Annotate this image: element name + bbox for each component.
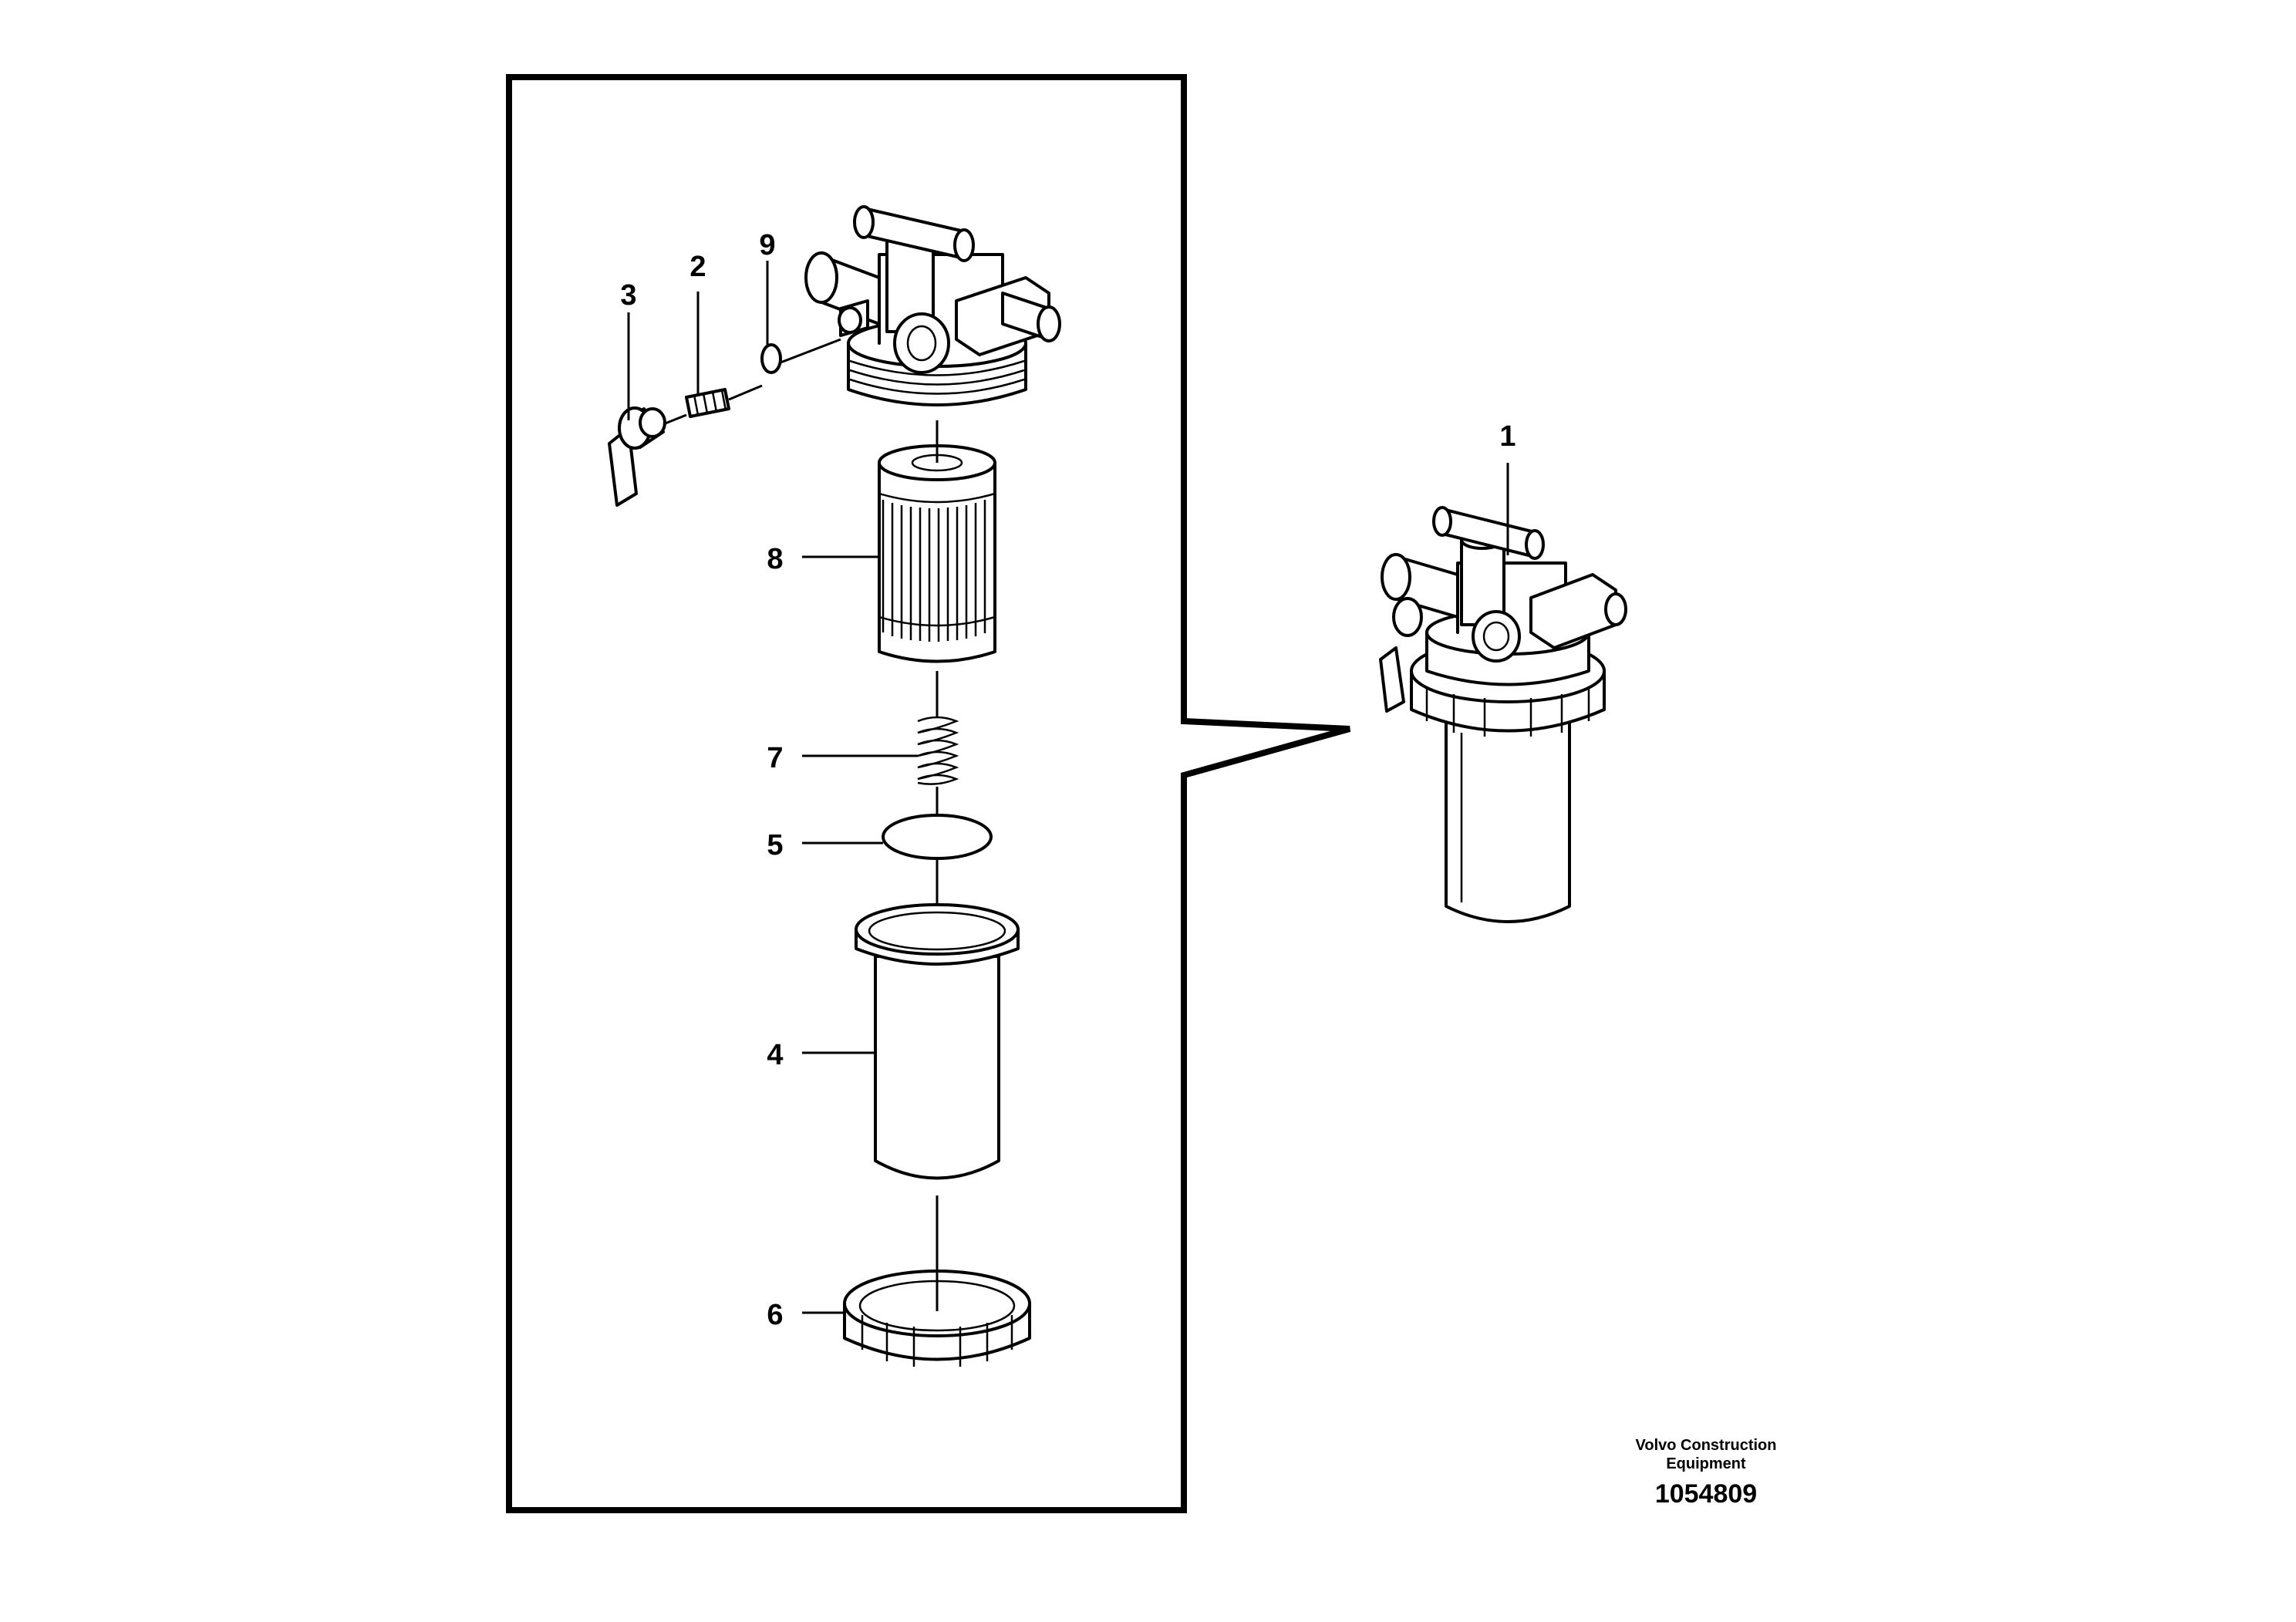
assembled-fuel-filter [1379, 506, 1627, 923]
bowl-part [855, 903, 1020, 1180]
callout-4: 4 [767, 1039, 783, 1071]
callout-8: 8 [767, 543, 783, 575]
callout-1: 1 [1499, 420, 1515, 453]
filter-element-part [878, 444, 996, 663]
credit-company-line2: Equipment [1666, 1455, 1746, 1472]
callout-7: 7 [767, 742, 783, 774]
exploded-view-frame [506, 74, 1351, 1513]
callout-6: 6 [767, 1299, 783, 1331]
callout-5: 5 [767, 829, 783, 862]
callout-9: 9 [759, 229, 775, 261]
drawing-number: 1054809 [1655, 1479, 1757, 1509]
small-spring-part [685, 388, 730, 418]
callout-3: 3 [620, 279, 636, 312]
credit-company-line1: Volvo Construction [1636, 1437, 1777, 1454]
filter-head-part [804, 205, 1061, 406]
o-ring-part [882, 814, 993, 860]
callout-2: 2 [689, 251, 706, 283]
lever-part [608, 406, 666, 507]
lever-axis-line [663, 338, 841, 426]
spring-part [917, 716, 959, 785]
small-o-ring-part [760, 343, 782, 374]
